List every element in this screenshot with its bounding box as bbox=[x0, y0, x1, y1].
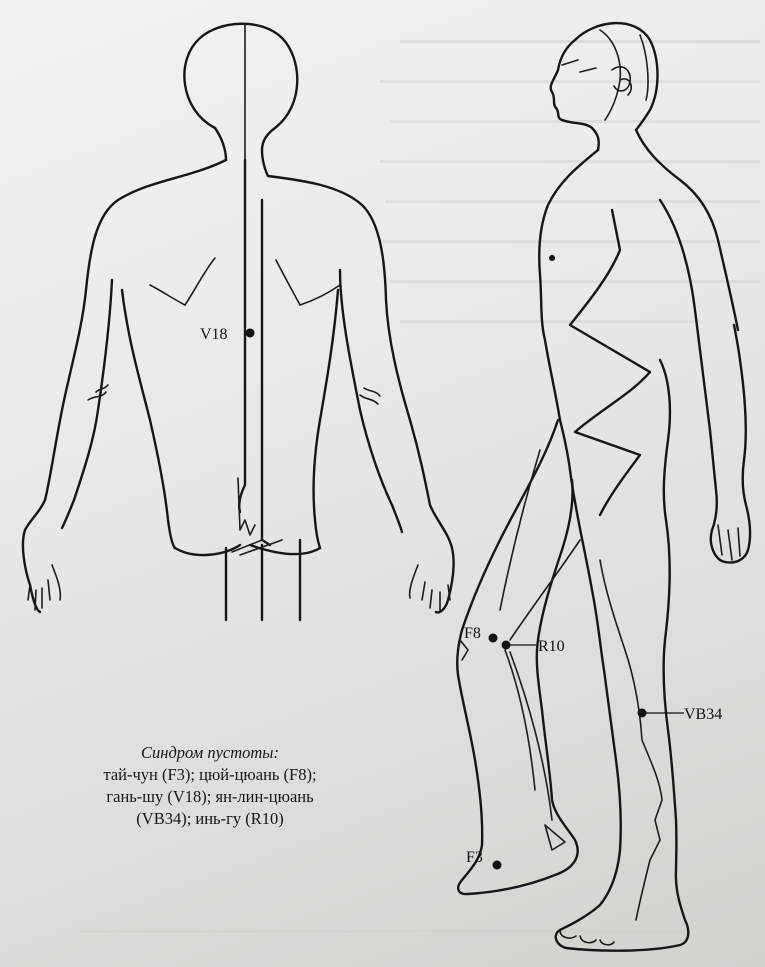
side-raised-leg-ankle bbox=[545, 825, 565, 850]
side-standing-leg-meridian bbox=[600, 560, 662, 920]
back-neck-left bbox=[215, 128, 226, 160]
back-spine-bottom bbox=[232, 478, 282, 555]
back-right-elbow bbox=[360, 388, 380, 404]
point-r10-dot bbox=[502, 641, 511, 650]
point-v18-dot bbox=[246, 329, 255, 338]
back-torso-right bbox=[314, 290, 338, 548]
back-head bbox=[184, 24, 297, 150]
point-vb34-dot bbox=[638, 709, 647, 718]
side-arm bbox=[660, 200, 750, 563]
back-spine-right bbox=[262, 200, 270, 545]
side-eye bbox=[562, 60, 596, 72]
side-knee-detail bbox=[460, 640, 468, 660]
back-legs bbox=[226, 540, 300, 620]
back-spine-left bbox=[239, 160, 245, 512]
back-torso-left bbox=[122, 290, 175, 548]
side-standing-leg-back bbox=[664, 520, 677, 870]
caption-title: Синдром пустоты: bbox=[40, 742, 380, 764]
back-right-hand bbox=[410, 565, 450, 610]
caption-line: (VB34); инь-гу (R10) bbox=[40, 808, 380, 830]
side-raised-leg bbox=[457, 420, 577, 894]
point-f3-label: F3 bbox=[466, 849, 483, 866]
side-back-buttock bbox=[660, 360, 670, 520]
back-left-inner-arm bbox=[62, 280, 112, 528]
back-neck-right bbox=[262, 150, 268, 176]
side-nipple bbox=[549, 255, 555, 261]
caption-line: гань-шу (V18); ян-лин-цюань bbox=[40, 786, 380, 808]
back-view-figure: V18 bbox=[23, 24, 454, 620]
point-f3-dot bbox=[493, 861, 502, 870]
figure-caption: Синдром пустоты: тай-чун (F3); цюй-цюань… bbox=[40, 742, 380, 830]
point-v18-label: V18 bbox=[200, 326, 228, 343]
back-left-shoulder-arm bbox=[23, 160, 226, 612]
back-right-inner-arm bbox=[340, 270, 402, 532]
caption-line: тай-чун (F3); цюй-цюань (F8); bbox=[40, 764, 380, 786]
point-r10-label: R10 bbox=[538, 638, 565, 655]
side-hand-fingers bbox=[718, 525, 740, 560]
side-raised-leg-inner bbox=[500, 450, 580, 820]
point-f8-label: F8 bbox=[464, 625, 481, 642]
point-f8-dot bbox=[489, 634, 498, 643]
side-head-meridian bbox=[600, 30, 648, 120]
point-vb34-label: VB34 bbox=[684, 706, 722, 723]
back-left-scapula bbox=[150, 258, 215, 305]
back-right-scapula bbox=[276, 260, 340, 305]
back-left-elbow bbox=[88, 385, 108, 400]
back-left-hand bbox=[28, 565, 60, 610]
side-torso-meridian bbox=[570, 210, 650, 515]
